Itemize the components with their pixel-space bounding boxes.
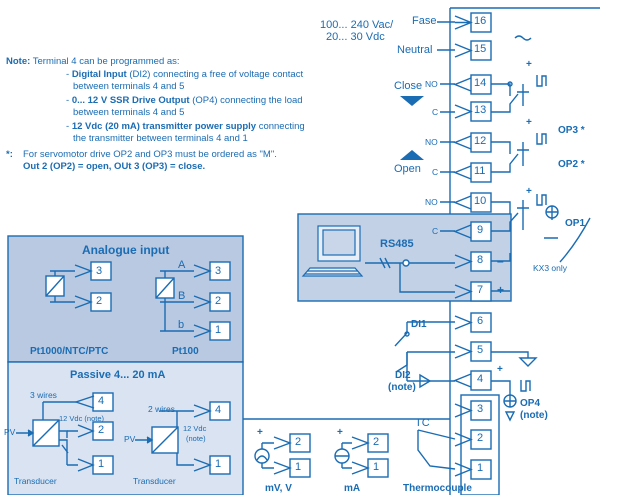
rs485-plus: + [497,283,505,297]
note-bullet-1-line2: between terminals 4 and 5 [73,81,185,92]
rs485-minus: – [497,254,504,268]
passive2-t4: 4 [215,404,222,416]
di2-note: (note) [388,382,416,393]
contact-c-11: C [432,167,439,177]
note-bullet-3-line2: the transmitter between terminals 4 and … [73,133,248,144]
v12-note-label: 12 Vdc (note) [59,414,105,423]
pt100-b: B [178,290,186,302]
mv-t2: 2 [295,436,302,448]
note-star-line1: For servomotor drive OP2 and OP3 must be… [23,149,277,160]
terminal-3-label: 3 [477,403,484,415]
terminal-10-label: 10 [474,195,487,207]
op4-note: (note) [520,410,548,421]
open-label: Open [394,163,421,175]
op3-label: OP3 * [558,125,585,136]
supply-voltage-ac: 100... 240 Vac/ [320,19,394,31]
contact-c-13: C [432,107,439,117]
tc-label: TC [415,417,430,429]
terminal-2-label: 2 [477,432,484,444]
ma-plus: + [337,427,343,438]
ma-label: mA [344,483,361,494]
pt100-b-lower: b [178,319,185,331]
transducer-label-1: Transducer [14,476,57,486]
pt100-t3: 3 [215,265,222,277]
note-bullet-2-line2: between terminals 4 and 5 [73,107,185,118]
mv-plus: + [257,427,263,438]
contact-c-9: C [432,226,439,236]
pt100-t1: 1 [215,324,222,336]
fase-label: Fase [412,15,437,27]
note-star: *: [6,149,13,160]
neutral-label: Neutral [397,44,433,56]
note-bullet-3: - 12 Vdc (20 mA) transmitter power suppl… [66,121,305,132]
note-star-line2: Out 2 (OP2) = open, OUt 3 (OP3) = close. [23,161,206,172]
terminal-4-label: 4 [477,373,484,385]
pt100-t2: 2 [215,295,222,307]
di1-label: DI1 [411,319,427,330]
passive3-t4: 4 [98,395,105,407]
mv-label: mV, V [265,483,292,494]
transducer-label-2: Transducer [133,476,176,486]
close-arrow-icon [400,96,424,106]
terminal-14-label: 14 [474,77,487,89]
thermocouple-label: Thermocouple [403,483,472,494]
op4-label: OP4 [520,398,541,409]
ma-t1: 1 [373,461,380,473]
note-bullet-1: - Digital Input (DI2) connecting a free … [66,69,304,80]
computer-icon [301,225,364,277]
note-bullet-2: - 0... 12 V SSR Drive Output (OP4) conne… [66,95,303,106]
terminal-6-label: 6 [477,315,484,327]
op1-plus: + [526,186,532,197]
pt100-label: Pt100 [172,346,199,357]
terminal-9-label: 9 [477,224,484,236]
op4-plus: + [497,364,503,375]
terminal-15-label: 15 [474,43,487,55]
op2-label: OP2 * [558,159,585,170]
supply-voltage-dc: 20... 30 Vdc [326,31,385,43]
open-arrow-icon [400,150,424,160]
pt1000-label: Pt1000/NTC/PTC [30,346,109,357]
note-intro: Note: Terminal 4 can be programmed as: [6,56,180,67]
wires3-label: 3 wires [30,390,57,400]
passive3-t2: 2 [98,424,105,436]
analogue-input-title: Analogue input [82,243,170,257]
op3-plus: + [526,59,532,70]
contact-no-10: NO [425,197,438,207]
terminal-11-label: 11 [474,165,486,177]
passive-title: Passive 4... 20 mA [70,369,166,381]
terminal-12-label: 12 [474,135,487,147]
analogue-t3: 3 [96,265,103,277]
ma-t2: 2 [373,436,380,448]
kx3-label: KX3 only [533,263,568,273]
di2-label: DI2 [395,370,411,381]
v12-label: 12 Vdc [183,424,207,433]
close-label: Close [394,80,423,92]
terminal-1-label: 1 [477,462,484,474]
terminal-5-label: 5 [477,344,484,356]
terminal-13-label: 13 [474,104,487,116]
passive3-t1: 1 [98,458,105,470]
contact-no-14: NO [425,79,438,89]
op2-plus: + [526,117,532,128]
passive2-t1: 1 [215,458,222,470]
rs485-label: RS485 [380,238,414,250]
op1-label: OP1 [565,218,586,229]
pv-label-1: PV [4,427,16,437]
mv-t1: 1 [295,461,302,473]
contact-no-12: NO [425,137,438,147]
pv-label-2: PV [124,434,136,444]
analogue-t2: 2 [96,295,103,307]
v12-note2-label: (note) [186,434,206,443]
terminal-7-label: 7 [477,284,484,296]
pt100-a: A [178,259,186,271]
wires2-label: 2 wires [148,404,175,414]
terminal-16-label: 16 [474,15,487,27]
terminal-8-label: 8 [477,254,484,266]
